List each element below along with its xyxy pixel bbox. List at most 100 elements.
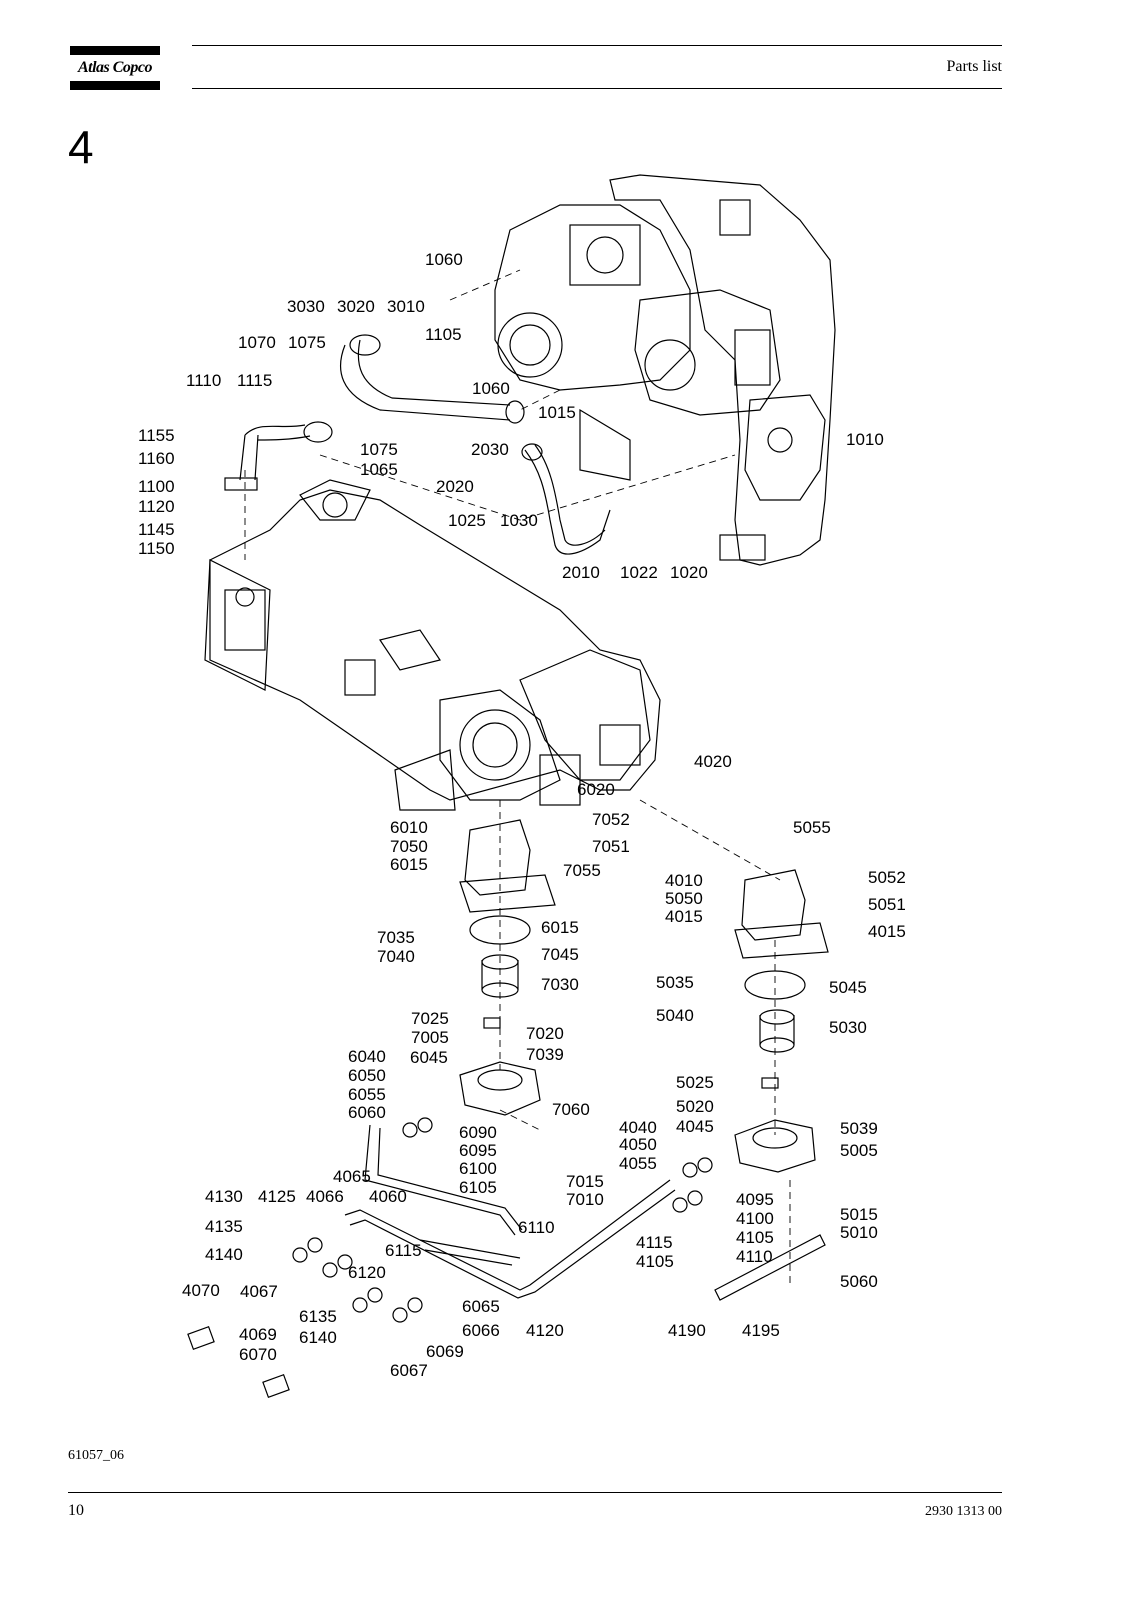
label-1075: 1075	[288, 333, 326, 352]
label-5060: 5060	[840, 1272, 878, 1291]
label-7050: 7050	[390, 837, 428, 856]
label-7005: 7005	[411, 1028, 449, 1047]
drawing-dashed-guides	[244, 269, 791, 1285]
label-1020: 1020	[670, 563, 708, 582]
label-4020: 4020	[694, 752, 732, 771]
label-4105b: 4105	[636, 1252, 674, 1271]
label-1075b: 1075	[360, 440, 398, 459]
label-6135: 6135	[299, 1307, 337, 1326]
label-6105: 6105	[459, 1178, 497, 1197]
label-1015: 1015	[538, 403, 576, 422]
label-6060: 6060	[348, 1103, 386, 1122]
label-7040: 7040	[377, 947, 415, 966]
label-5051: 5051	[868, 895, 906, 914]
label-4110: 4110	[736, 1247, 773, 1266]
label-5040: 5040	[656, 1006, 694, 1025]
label-7010: 7010	[566, 1190, 604, 1209]
label-3010: 3010	[387, 297, 425, 316]
label-4069: 4069	[239, 1325, 277, 1344]
label-5055: 5055	[793, 818, 831, 837]
label-1022: 1022	[620, 563, 658, 582]
label-6110: 6110	[518, 1218, 555, 1237]
label-4125: 4125	[258, 1187, 296, 1206]
label-6090: 6090	[459, 1123, 497, 1142]
label-5025: 5025	[676, 1073, 714, 1092]
label-1115: 1115	[237, 371, 272, 390]
section-number: 4	[68, 121, 94, 173]
label-6010: 6010	[390, 818, 428, 837]
label-6065: 6065	[462, 1297, 500, 1316]
label-5010: 5010	[840, 1223, 878, 1242]
label-5030: 5030	[829, 1018, 867, 1037]
label-4045: 4045	[676, 1117, 714, 1136]
footer-rule	[68, 1492, 1002, 1493]
label-1105: 1105	[425, 325, 462, 344]
label-6069: 6069	[426, 1342, 464, 1361]
label-4195: 4195	[742, 1321, 780, 1340]
label-7025: 7025	[411, 1009, 449, 1028]
label-6120: 6120	[348, 1263, 386, 1282]
label-5039: 5039	[840, 1119, 878, 1138]
label-2030: 2030	[471, 440, 509, 459]
label-7015: 7015	[566, 1172, 604, 1191]
label-1155: 1155	[138, 426, 175, 445]
atlas-copco-logo: Atlas Copco	[70, 46, 160, 90]
drawing-reference: 61057_06	[68, 1448, 124, 1463]
label-1030: 1030	[500, 511, 538, 530]
label-2020: 2020	[436, 477, 474, 496]
label-4070: 4070	[182, 1281, 220, 1300]
page-title: Parts list	[946, 58, 1002, 75]
label-1110: 1110	[186, 371, 221, 390]
label-4010: 4010	[665, 871, 703, 890]
label-4105: 4105	[736, 1228, 774, 1247]
label-6070: 6070	[239, 1345, 277, 1364]
label-4065: 4065	[333, 1167, 371, 1186]
header-rule-bottom	[192, 88, 1002, 89]
label-1150: 1150	[138, 539, 175, 558]
label-4095: 4095	[736, 1190, 774, 1209]
label-4120: 4120	[526, 1321, 564, 1340]
label-1070: 1070	[238, 333, 276, 352]
label-5052: 5052	[868, 868, 906, 887]
label-4135: 4135	[205, 1217, 243, 1236]
label-6140: 6140	[299, 1328, 337, 1347]
label-3020: 3020	[337, 297, 375, 316]
label-6115: 6115	[385, 1241, 422, 1260]
label-4130: 4130	[205, 1187, 243, 1206]
label-1010: 1010	[846, 430, 884, 449]
document-number: 2930 1313 00	[925, 1504, 1002, 1519]
label-6020: 6020	[577, 780, 615, 799]
label-1060: 1060	[425, 250, 463, 269]
label-6055: 6055	[348, 1085, 386, 1104]
label-7030: 7030	[541, 975, 579, 994]
label-1120: 1120	[138, 497, 175, 516]
label-1145: 1145	[138, 520, 175, 539]
label-6040: 6040	[348, 1047, 386, 1066]
label-5005: 5005	[840, 1141, 878, 1160]
label-7045: 7045	[541, 945, 579, 964]
label-6100: 6100	[459, 1159, 497, 1178]
label-1160: 1160	[138, 449, 175, 468]
label-5020: 5020	[676, 1097, 714, 1116]
logo-bar-bottom	[70, 81, 160, 90]
label-4067: 4067	[240, 1282, 278, 1301]
label-5045: 5045	[829, 978, 867, 997]
label-7051: 7051	[592, 837, 630, 856]
label-6067: 6067	[390, 1361, 428, 1380]
label-4050: 4050	[619, 1135, 657, 1154]
label-4115: 4115	[636, 1233, 673, 1252]
label-7055: 7055	[563, 861, 601, 880]
label-7039: 7039	[526, 1045, 564, 1064]
label-6015b: 6015	[541, 918, 579, 937]
label-6050: 6050	[348, 1066, 386, 1085]
label-1100: 1100	[138, 477, 175, 496]
label-5050: 5050	[665, 889, 703, 908]
label-7052: 7052	[592, 810, 630, 829]
label-1025: 1025	[448, 511, 486, 530]
label-1060b: 1060	[472, 379, 510, 398]
label-4066: 4066	[306, 1187, 344, 1206]
logo-wordmark: Atlas Copco	[77, 59, 153, 76]
label-6066: 6066	[462, 1321, 500, 1340]
callout-labels: 1060 3030 3020 3010 1105 1070 1075 1110 …	[138, 250, 906, 1380]
